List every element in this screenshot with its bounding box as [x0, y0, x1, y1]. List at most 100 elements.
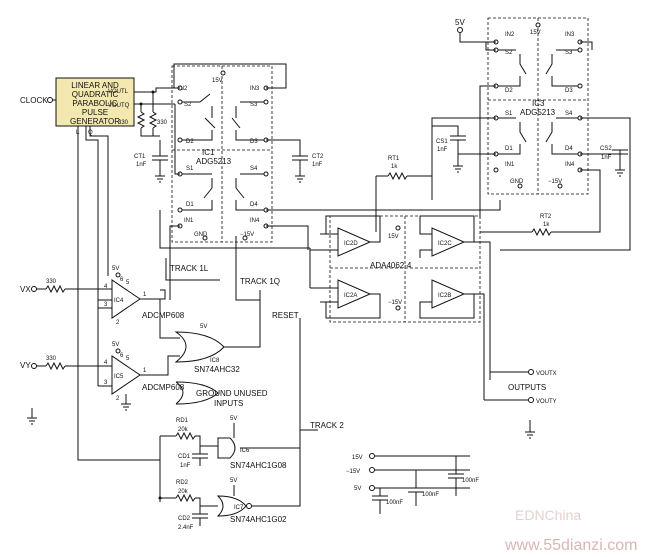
ic6-part: SN74AHC1G08: [230, 461, 287, 470]
cd1-label: CD1: [178, 454, 191, 460]
capacitor-cd2: [192, 513, 208, 519]
rd2-label: RD2: [176, 480, 189, 486]
ic6-label: IC6: [240, 448, 250, 454]
ic3-s4: S4: [565, 111, 573, 117]
ic4-p4: 4: [104, 284, 108, 290]
voutx-terminal: [528, 369, 534, 375]
ic3-d1: D1: [505, 146, 513, 152]
ic3-in1: IN1: [505, 162, 515, 168]
ic3-switches: [496, 49, 580, 155]
ic5-label: IC5: [114, 374, 124, 380]
ic5-p3: 3: [104, 380, 108, 386]
vx-terminal: [31, 286, 37, 292]
ic7-part: SN74AHC1G02: [230, 515, 287, 524]
ic2-part: ADA4062-4: [370, 261, 412, 270]
ground-ic5: [121, 403, 131, 411]
gen-label-3: PARABOLIC: [72, 99, 117, 108]
vx-label: VX: [20, 285, 31, 294]
ic1-d1: D1: [186, 202, 194, 208]
cs1-value: 1nF: [437, 147, 448, 153]
ic3-15v: 15V: [530, 30, 541, 36]
ct2-value: 1nF: [312, 162, 323, 168]
ic5-p1: 1: [143, 368, 147, 374]
track1q-label: TRACK 1Q: [240, 277, 280, 286]
opamp-ic2c: [431, 227, 466, 257]
gen-voutq-label: VOUTQ: [108, 103, 130, 109]
rt1-value: 1k: [391, 164, 398, 170]
comparator-ic4: [111, 279, 141, 319]
resistor-rd2: [175, 493, 196, 503]
ground-ct1: [155, 175, 165, 183]
outputs-label: OUTPUTS: [508, 383, 546, 392]
ic1-in4: IN4: [250, 218, 260, 224]
capacitor-ct2: [292, 155, 308, 161]
ic1-s3: S3: [250, 102, 258, 108]
ic1-in3: IN3: [250, 86, 260, 92]
cs1-label: CS1: [436, 139, 448, 145]
ic1-name: IC1: [202, 148, 215, 157]
rt2-label: RT2: [540, 214, 552, 220]
rt2-value: 1k: [543, 222, 550, 228]
capacitor-rail-c2: [408, 470, 424, 506]
resistor-rd1: [175, 431, 196, 441]
track2-label: TRACK 2: [310, 421, 344, 430]
or-gate-ic8-b: [175, 381, 219, 405]
ground-left: [27, 417, 37, 425]
r330b-label: 330: [157, 120, 168, 126]
resistor-330-b: [148, 111, 158, 129]
track1l-label: TRACK 1L: [170, 264, 209, 273]
ic3-gnd: GND: [510, 179, 524, 185]
ic1-d2: D2: [186, 139, 194, 145]
resistor-330-x: [45, 284, 66, 294]
ic3-s2: S2: [505, 50, 513, 56]
watermark-site: www.55dianzi.com: [504, 537, 638, 554]
rail-5v-label: 5V: [354, 486, 361, 492]
rail-c2-label: 100nF: [422, 492, 439, 498]
r330a-label: 330: [118, 120, 129, 126]
ic1-gnd: GND: [194, 232, 208, 238]
ic3-d4: D4: [565, 146, 573, 152]
ic1-m15v: −15V: [240, 232, 254, 238]
ic5-5v: 5V: [112, 342, 119, 348]
ic1-switches: [180, 93, 264, 211]
ic8-label: IC8: [210, 358, 220, 364]
wire-gen-l: [77, 126, 160, 461]
capacitor-rail-c1: [372, 488, 388, 514]
vouty-terminal: [528, 397, 534, 403]
gen-label-2: QUADRATIC: [72, 90, 119, 99]
cd2-label: CD2: [178, 516, 191, 522]
capacitor-cd1: [192, 453, 208, 459]
inputs-label: INPUTS: [214, 399, 243, 408]
rail-m15v-label: −15V: [346, 469, 360, 475]
reset-label: RESET: [272, 311, 299, 320]
cd2-value: 2.4nF: [178, 525, 194, 531]
and-gate-ic6: [217, 437, 236, 459]
comparator-ic5: [111, 355, 141, 395]
vouty-label: VOUTY: [536, 399, 557, 405]
ic1-s1: S1: [186, 166, 194, 172]
vy-label: VY: [20, 361, 31, 370]
ic3-s1: S1: [505, 111, 513, 117]
ic4-p5: 5: [126, 280, 130, 286]
ic5-p4: 4: [104, 360, 108, 366]
rail-c3-label: 100nF: [462, 478, 479, 484]
ic2b-label: IC2B: [438, 293, 451, 299]
resistor-330-y: [45, 361, 66, 371]
ic4-p6: 6: [120, 277, 124, 283]
cs2-value: 1nF: [601, 155, 612, 161]
r330x-label: 330: [46, 279, 57, 285]
ic2c-label: IC2C: [438, 241, 452, 247]
opamp-ic2d: [337, 227, 372, 257]
ic7-5v: 5V: [230, 478, 237, 484]
resistor-rt2: [531, 227, 552, 237]
ic3-name: IC3: [532, 99, 545, 108]
capacitor-rail-c3: [448, 456, 464, 496]
cs2-label: CS2: [600, 146, 612, 152]
ic4-5v: 5V: [112, 266, 119, 272]
ic2-15v: 15V: [388, 234, 399, 240]
gen-label-4: PULSE: [82, 108, 108, 117]
ic1-d4: D4: [250, 202, 258, 208]
ic4-part: ADCMP608: [142, 311, 185, 320]
